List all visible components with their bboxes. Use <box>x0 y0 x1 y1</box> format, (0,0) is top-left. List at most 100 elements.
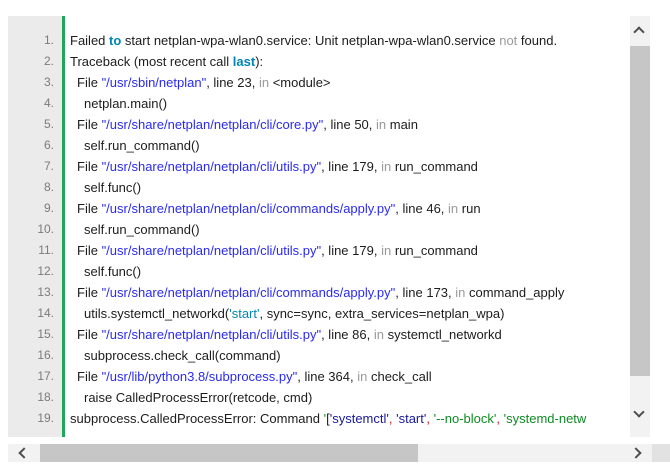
code-line: File "/usr/share/netplan/netplan/cli/uti… <box>70 240 630 261</box>
code-token: raise CalledProcessError(retcode, cmd) <box>84 390 313 405</box>
code-token: Failed <box>70 33 110 48</box>
code-token: <module> <box>269 75 331 90</box>
code-token: , line 23, <box>206 75 259 90</box>
code-token: 'systemd-netw <box>503 411 587 426</box>
line-number: 17. <box>37 369 54 383</box>
line-number: 16. <box>37 348 54 362</box>
code-line: Traceback (most recent call last): <box>70 51 630 72</box>
code-line: Failed to start netplan-wpa-wlan0.servic… <box>70 30 630 51</box>
code-token: , sync=sync, extra_services=netplan_wpa) <box>259 306 505 321</box>
line-number: 5. <box>43 117 54 131</box>
code-token: main <box>386 117 418 132</box>
code-token: "/usr/share/netplan/netplan/cli/utils.py… <box>101 327 322 342</box>
line-number: 7. <box>43 159 54 173</box>
code-token: "/usr/share/netplan/netplan/cli/utils.py… <box>101 243 322 258</box>
code-token: File <box>77 243 102 258</box>
code-content: Failed to start netplan-wpa-wlan0.servic… <box>65 16 630 437</box>
code-token: subprocess.CalledProcessError: Command <box>70 411 324 426</box>
code-line: raise CalledProcessError(retcode, cmd) <box>70 387 630 408</box>
code-token: File <box>77 369 102 384</box>
line-number: 9. <box>43 201 54 215</box>
code-token: last <box>232 54 256 69</box>
line-number: 12. <box>37 264 54 278</box>
code-token: in <box>357 369 368 384</box>
code-token: , line 179, <box>321 243 382 258</box>
code-line: self.run_command() <box>70 135 630 156</box>
code-line: utils.systemctl_networkd('start', sync=s… <box>70 303 630 324</box>
code-token: File <box>77 327 102 342</box>
chevron-left-icon[interactable] <box>18 447 30 459</box>
code-token: start netplan-wpa-wlan0.service: Unit ne… <box>121 33 500 48</box>
code-token: , line 179, <box>321 159 382 174</box>
code-token: in <box>258 75 270 90</box>
code-line: File "/usr/share/netplan/netplan/cli/com… <box>70 282 630 303</box>
code-token: , <box>496 411 500 426</box>
code-line: File "/usr/share/netplan/netplan/cli/uti… <box>70 156 630 177</box>
horizontal-scrollbar-thumb[interactable] <box>40 444 418 462</box>
code-line: subprocess.CalledProcessError: Command '… <box>70 408 630 429</box>
traceback-viewer: 1.2.3.4.5.6.7.8.9.10.11.12.13.14.15.16.1… <box>8 16 630 437</box>
code-token: self.run_command() <box>84 222 200 237</box>
chevron-down-icon[interactable] <box>633 406 645 418</box>
line-number: 3. <box>43 75 54 89</box>
scrollbar-corner <box>652 444 670 462</box>
code-token: "/usr/share/netplan/netplan/cli/commands… <box>101 201 396 216</box>
code-line: self.func() <box>70 261 630 282</box>
chevron-up-icon[interactable] <box>633 26 645 38</box>
code-token: , <box>388 411 393 426</box>
line-number: 14. <box>37 306 54 320</box>
code-token: "/usr/share/netplan/netplan/cli/commands… <box>101 285 396 300</box>
line-number: 11. <box>38 243 54 257</box>
code-line: self.func() <box>70 177 630 198</box>
line-number: 18. <box>37 390 54 404</box>
code-token: netplan.main() <box>84 96 168 111</box>
code-line: File "/usr/lib/python3.8/subprocess.py",… <box>70 366 630 387</box>
code-line: File "/usr/sbin/netplan", line 23, in <m… <box>70 72 630 93</box>
code-token: run_command <box>391 243 478 258</box>
code-token: File <box>77 201 102 216</box>
code-token: in <box>373 327 384 342</box>
code-token: to <box>109 33 122 48</box>
code-line: File "/usr/share/netplan/netplan/cli/com… <box>70 198 630 219</box>
code-token: check_call <box>367 369 432 384</box>
code-token: "/usr/share/netplan/netplan/cli/utils.py… <box>101 159 322 174</box>
code-line: File "/usr/share/netplan/netplan/cli/uti… <box>70 324 630 345</box>
code-token: run <box>458 201 481 216</box>
code-line: File "/usr/share/netplan/netplan/cli/cor… <box>70 114 630 135</box>
line-number-gutter: 1.2.3.4.5.6.7.8.9.10.11.12.13.14.15.16.1… <box>8 16 62 437</box>
chevron-right-icon[interactable] <box>630 447 642 459</box>
code-token: , line 46, <box>395 201 449 216</box>
code-token: in <box>376 117 387 132</box>
code-token: '--no-block' <box>433 411 497 426</box>
code-token: [ <box>326 411 330 426</box>
code-token: Traceback (most recent call <box>70 54 233 69</box>
line-number: 2. <box>43 54 54 68</box>
code-token: File <box>77 285 102 300</box>
code-token: utils.systemctl_networkd( <box>84 306 230 321</box>
code-line: self.run_command() <box>70 219 630 240</box>
code-token: File <box>77 75 102 90</box>
code-token: "/usr/share/netplan/netplan/cli/core.py" <box>101 117 324 132</box>
vertical-scrollbar-thumb[interactable] <box>630 46 650 376</box>
code-token: 'start' <box>396 411 427 426</box>
code-token: "/usr/lib/python3.8/subprocess.py" <box>101 369 298 384</box>
code-token: found. <box>517 33 558 48</box>
code-token: , line 364, <box>297 369 358 384</box>
code-token: , line 50, <box>323 117 377 132</box>
horizontal-scrollbar[interactable] <box>8 444 670 462</box>
code-token: not <box>499 33 518 48</box>
code-token: command_apply <box>465 285 565 300</box>
line-number: 15. <box>37 327 54 341</box>
code-token: ' <box>323 411 327 426</box>
code-token: run_command <box>391 159 478 174</box>
code-token: in <box>455 285 466 300</box>
vertical-scrollbar[interactable] <box>630 16 650 437</box>
code-token: , line 173, <box>395 285 456 300</box>
code-token: File <box>77 159 102 174</box>
line-number: 10. <box>37 222 54 236</box>
line-number: 6. <box>43 138 54 152</box>
line-number: 4. <box>43 96 54 110</box>
code-token: , <box>426 411 430 426</box>
gutter-divider-bar <box>62 16 65 437</box>
code-token: systemctl_networkd <box>383 327 502 342</box>
